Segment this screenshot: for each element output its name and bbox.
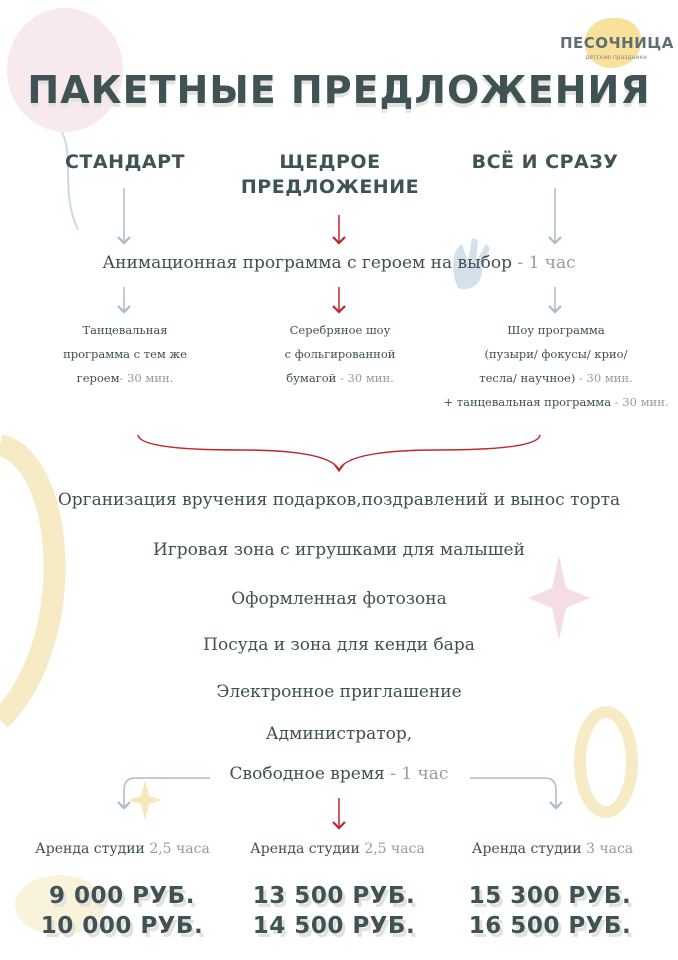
balloon-icon [7,8,123,231]
feature-item: Администратор, [265,724,413,744]
program-generous: Серебряное шоу с фольгированной бумагой … [284,323,396,385]
brand-tagline: детские праздники [585,54,647,61]
arrow-left-branch-icon [117,777,210,810]
package-name-generous: ЩЕДРОЕ ПРЕДЛОЖЕНИЕ [240,151,420,198]
price-standard-secondary: 10 000 РУБ. [40,913,204,939]
price-shadow: 16 500 РУБ. [471,917,635,943]
price-generous-primary: 13 500 РУБ. [252,883,416,909]
feature-item: Оформленная фотозона [231,589,447,609]
price-all-at-once-secondary: 16 500 РУБ. [468,913,632,939]
price-shadow: 9 000 РУБ. [52,887,198,913]
free-time: Свободное время - 1 час [229,764,449,784]
feature-item: Организация вручения подарков,поздравлен… [57,490,621,510]
price-shadow: 14 500 РУБ. [255,917,419,943]
page-title: ПАКЕТНЫЕ ПРЕДЛОЖЕНИЯ [27,68,651,112]
feature-item: Игровая зона с игрушками для малышей [153,540,525,560]
rent-standard: Аренда студии 2,5 часа [35,841,210,857]
price-shadow: 10 000 РУБ. [43,917,207,943]
package-name-standard: СТАНДАРТ [64,151,186,173]
package-name-all-at-once: ВСЁ И СРАЗУ [471,151,619,173]
hand-icon [453,238,490,290]
logo-blob [585,18,641,68]
page-title-shadow: ПАКЕТНЫЕ ПРЕДЛОЖЕНИЯ [27,72,651,116]
feature-item: Электронное приглашение [216,682,462,702]
rent-generous: Аренда студии 2,5 часа [250,841,425,857]
rent-all-at-once: Аренда студии 3 часа [471,841,634,857]
price-all-at-once-primary: 15 300 РУБ. [468,883,632,909]
animation-program: Анимационная программа с героем на выбор… [102,253,576,273]
brand-logo: ПЕСОЧНИЦА [560,34,674,52]
price-shadow: 13 500 РУБ. [255,887,419,913]
arrow-right-branch-icon [470,777,563,810]
price-standard-primary: 9 000 РУБ. [49,883,195,909]
feature-item: Посуда и зона для кенди бара [203,635,475,655]
brace-icon [137,434,541,472]
program-standard: Танцевальная программа с тем же героем- … [63,323,187,385]
price-generous-secondary: 14 500 РУБ. [252,913,416,939]
program-all-at-once: Шоу программа (пузыри/ фокусы/ крио/ тес… [443,323,669,409]
price-shadow: 15 300 РУБ. [471,887,635,913]
